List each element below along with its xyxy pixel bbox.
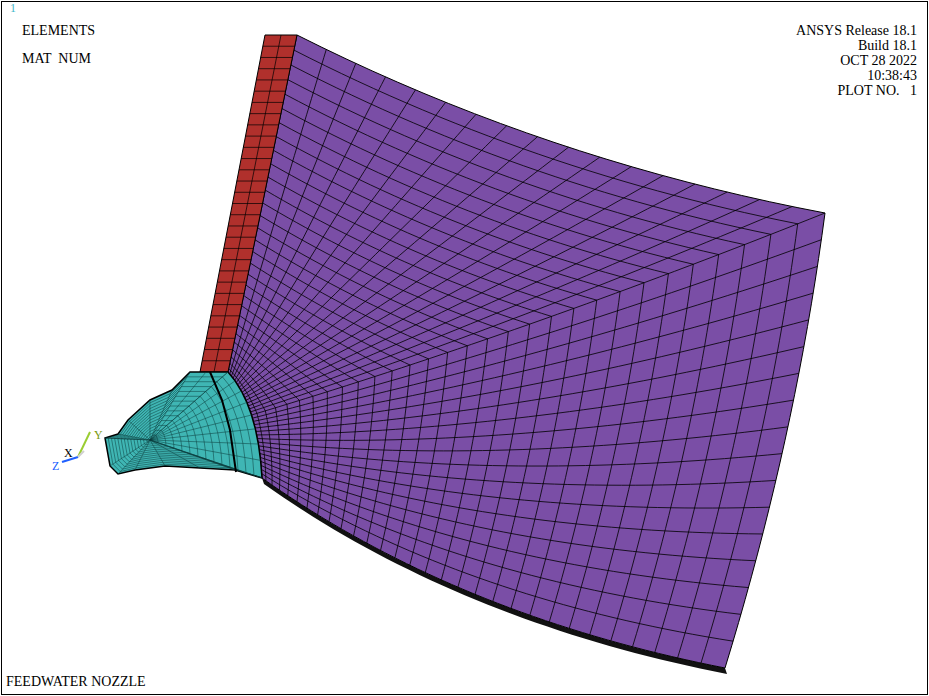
axis-label: Z	[52, 459, 59, 474]
plot-type: MAT NUM	[22, 51, 91, 66]
nozzle-mesh-lines	[105, 372, 262, 478]
nozzle-mesh	[105, 372, 262, 478]
axis-label: Y	[94, 428, 103, 443]
shell-mesh	[228, 35, 825, 668]
window-number: 1	[10, 1, 16, 16]
strip-mesh	[202, 35, 295, 372]
axis-label: X	[64, 446, 73, 461]
plot-type: ELEMENTS	[22, 23, 95, 38]
mesh-lines	[229, 49, 825, 663]
build-info: Build 18.1	[858, 38, 917, 53]
skirt-strip	[200, 35, 297, 372]
plot-number: PLOT NO. 1	[838, 83, 917, 98]
plot-time: 10:38:43	[867, 68, 917, 83]
release-info: ANSYS Release 18.1	[796, 23, 917, 38]
weld-line	[210, 372, 236, 472]
axis-y	[78, 432, 90, 457]
plot-date: OCT 28 2022	[840, 53, 917, 68]
plot-title: FEEDWATER NOZZLE	[6, 674, 146, 689]
axis-x	[78, 451, 84, 457]
